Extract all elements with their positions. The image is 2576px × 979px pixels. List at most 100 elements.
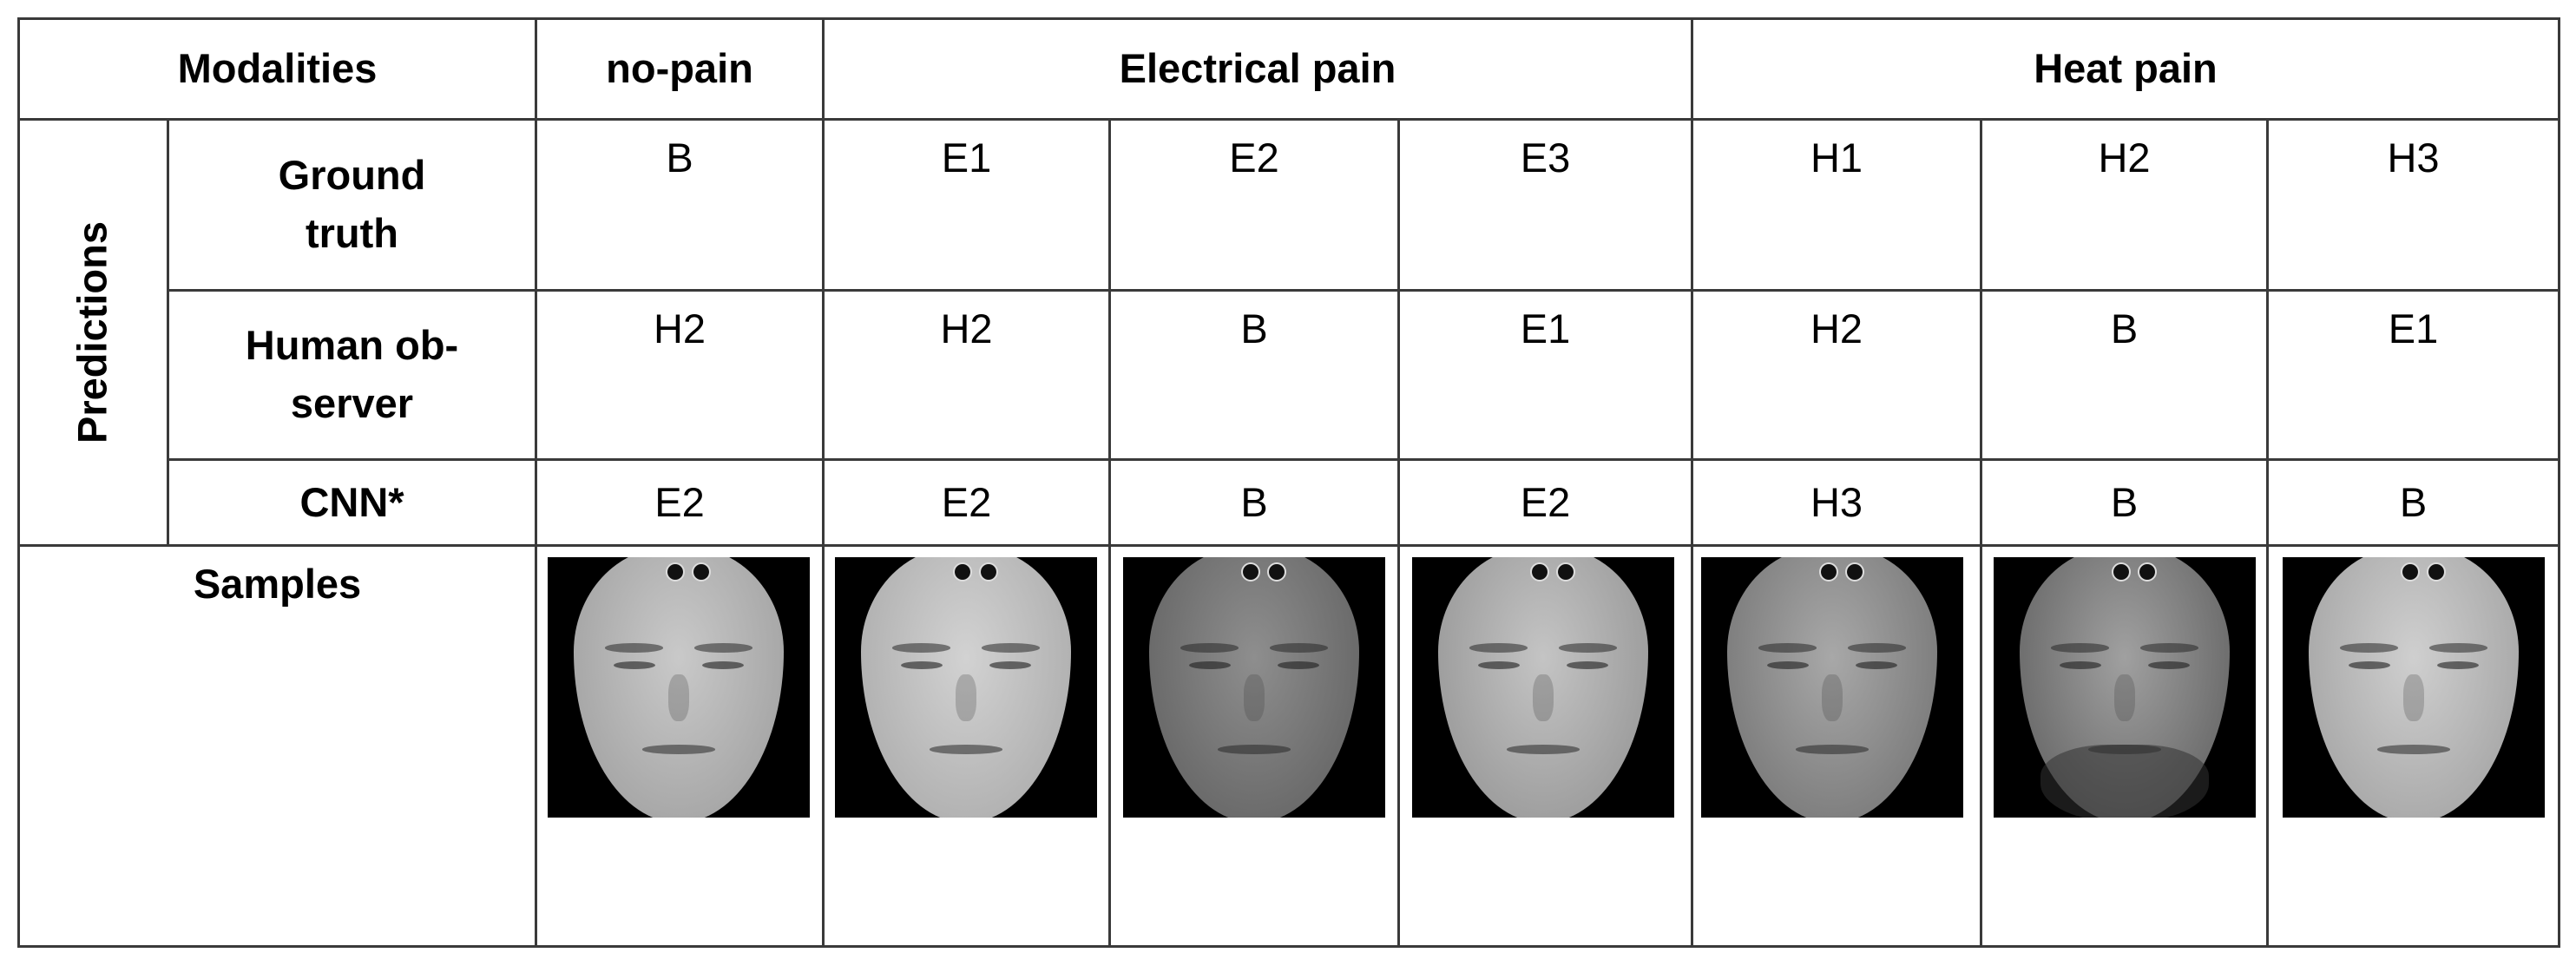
rule-col2 bbox=[822, 17, 825, 948]
value-cell: H2 bbox=[1810, 306, 1863, 352]
face-eye bbox=[1567, 661, 1609, 669]
face-brow bbox=[605, 643, 663, 653]
face-electrode bbox=[979, 562, 999, 581]
face-eye bbox=[1477, 661, 1520, 669]
rule-left bbox=[17, 17, 20, 948]
face-brow bbox=[2140, 643, 2198, 653]
header-no-pain: no-pain bbox=[606, 45, 753, 92]
rule-col7 bbox=[2266, 118, 2269, 948]
face-brow bbox=[1848, 643, 1906, 653]
sample-face-image bbox=[1412, 557, 1674, 818]
face-brow bbox=[694, 643, 752, 653]
value-cell: E1 bbox=[941, 135, 992, 181]
face-nose bbox=[1532, 674, 1554, 721]
face-brow bbox=[2340, 643, 2398, 653]
face-electrode bbox=[1240, 562, 1260, 581]
face-eye bbox=[989, 661, 1032, 669]
face-brow bbox=[982, 643, 1040, 653]
value-cell: E3 bbox=[1520, 135, 1571, 181]
face-brow bbox=[892, 643, 950, 653]
face-brow bbox=[1758, 643, 1817, 653]
sample-face-image bbox=[1994, 557, 2256, 818]
face-electrode bbox=[1267, 562, 1287, 581]
face-electrode bbox=[1845, 562, 1865, 581]
face-nose bbox=[667, 674, 690, 721]
row-label-ground-truth-line2: truth bbox=[305, 210, 398, 256]
sample-face-image bbox=[548, 557, 810, 818]
rule-col5 bbox=[1691, 17, 1693, 948]
face-eye bbox=[2059, 661, 2101, 669]
value-cell: B bbox=[1240, 478, 1268, 525]
face-nose bbox=[955, 674, 977, 721]
face-beard bbox=[2040, 745, 2209, 818]
sample-face-image bbox=[835, 557, 1097, 818]
value-cell: H3 bbox=[1810, 478, 1863, 525]
face-eye bbox=[1278, 661, 1320, 669]
face-mouth bbox=[1217, 745, 1291, 754]
rule-pred-sep bbox=[167, 118, 169, 547]
face-brow bbox=[1180, 643, 1239, 653]
header-electrical-pain: Electrical pain bbox=[1119, 45, 1396, 92]
face-electrode bbox=[692, 562, 712, 581]
face-eye bbox=[702, 661, 745, 669]
face-electrode bbox=[2400, 562, 2420, 581]
rule-row2 bbox=[167, 458, 2560, 461]
value-cell: B bbox=[2110, 306, 2139, 352]
rule-row1 bbox=[167, 289, 2560, 292]
rule-header bbox=[17, 118, 2560, 121]
value-cell: E2 bbox=[941, 478, 992, 525]
row-label-human-observer-line1: Human ob- bbox=[245, 322, 459, 369]
rule-row3 bbox=[17, 544, 2560, 547]
face-eye bbox=[2348, 661, 2390, 669]
value-cell: E2 bbox=[1520, 478, 1571, 525]
face-brow bbox=[2429, 643, 2487, 653]
row-label-ground-truth: Ground truth bbox=[169, 121, 535, 289]
face-eye bbox=[2437, 661, 2480, 669]
face-electrode bbox=[1556, 562, 1576, 581]
value-cell: H2 bbox=[940, 306, 993, 352]
face-eye bbox=[1766, 661, 1809, 669]
header-heat-pain: Heat pain bbox=[2034, 45, 2218, 92]
face-brow bbox=[1469, 643, 1528, 653]
face-electrode bbox=[952, 562, 972, 581]
face-eye bbox=[1188, 661, 1231, 669]
face-electrode bbox=[1529, 562, 1549, 581]
rule-col1 bbox=[535, 17, 537, 948]
row-label-cnn: CNN* bbox=[299, 478, 404, 525]
face-mouth bbox=[1795, 745, 1870, 754]
face-shape bbox=[1727, 557, 1937, 818]
row-label-ground-truth-line1: Ground bbox=[278, 152, 426, 199]
rule-right bbox=[2558, 17, 2560, 948]
row-label-human-observer: Human ob- server bbox=[169, 292, 535, 458]
value-cell: E1 bbox=[1520, 306, 1571, 352]
value-cell: B bbox=[2399, 478, 2428, 525]
face-nose bbox=[1243, 674, 1265, 721]
face-eye bbox=[2148, 661, 2191, 669]
rule-col6 bbox=[1980, 118, 1982, 948]
face-brow bbox=[2051, 643, 2109, 653]
rule-col3 bbox=[1108, 118, 1111, 948]
samples-label: Samples bbox=[193, 561, 362, 607]
face-shape bbox=[861, 557, 1071, 818]
value-cell: E2 bbox=[654, 478, 705, 525]
face-nose bbox=[2113, 674, 2136, 721]
row-label-human-observer-line2: server bbox=[290, 380, 414, 426]
sample-face-image bbox=[1123, 557, 1385, 818]
face-brow bbox=[1559, 643, 1617, 653]
face-mouth bbox=[641, 745, 716, 754]
face-nose bbox=[2402, 674, 2425, 721]
value-cell: B bbox=[1240, 306, 1268, 352]
value-cell: E2 bbox=[1229, 135, 1279, 181]
face-brow bbox=[1270, 643, 1328, 653]
value-cell: H1 bbox=[1810, 135, 1863, 181]
face-mouth bbox=[929, 745, 1003, 754]
face-eye bbox=[613, 661, 655, 669]
face-electrode bbox=[2111, 562, 2131, 581]
rule-col4 bbox=[1397, 118, 1400, 948]
face-mouth bbox=[2376, 745, 2451, 754]
value-cell: H3 bbox=[2387, 135, 2440, 181]
value-cell: B bbox=[2110, 478, 2139, 525]
sample-face-image bbox=[2283, 557, 2545, 818]
value-cell: H2 bbox=[2098, 135, 2151, 181]
